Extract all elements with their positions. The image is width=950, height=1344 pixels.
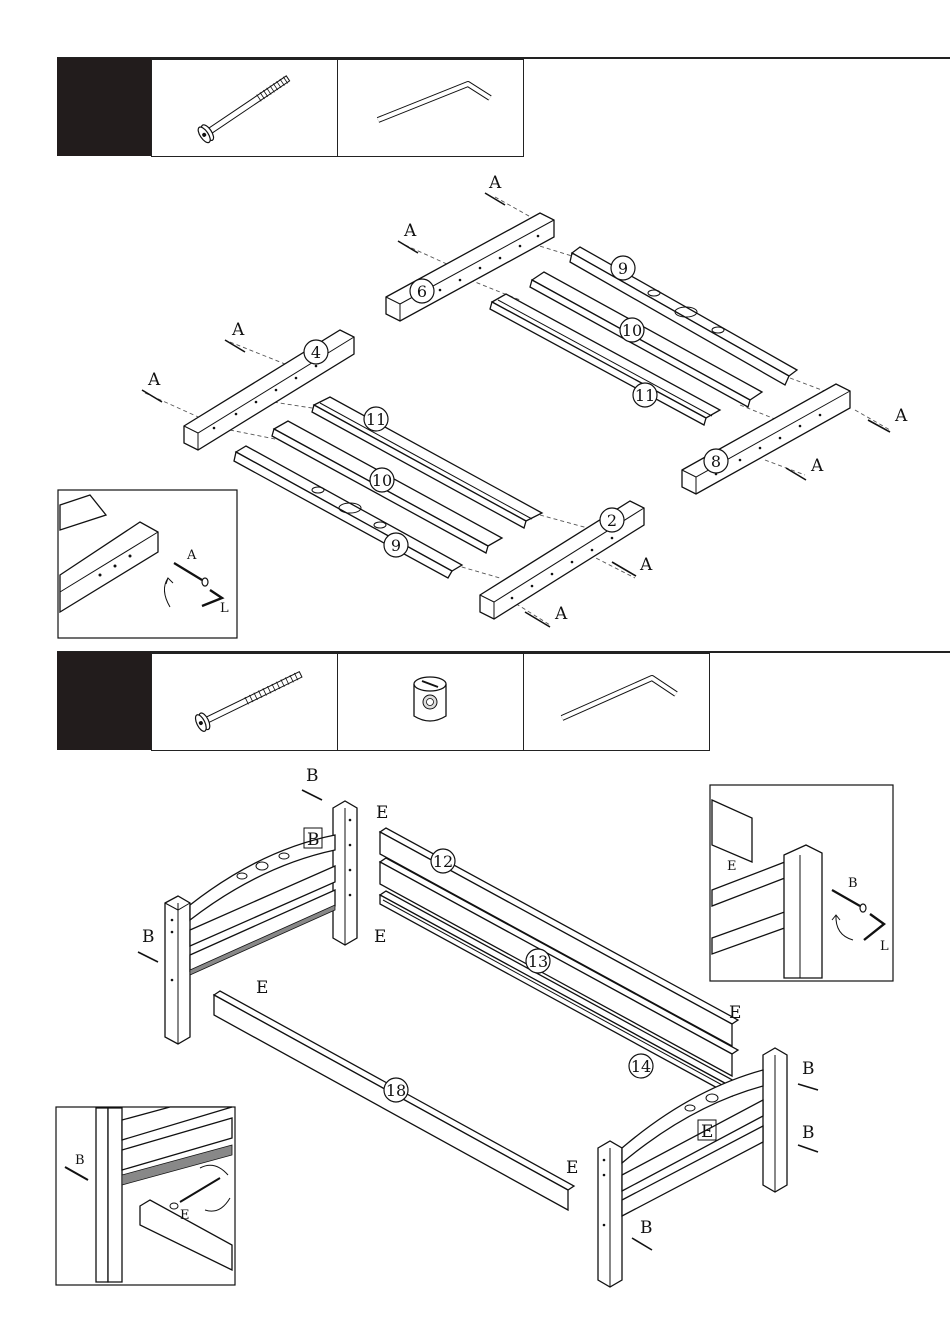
part-number-10-lower: 10	[372, 471, 392, 490]
slat-11-upper	[490, 294, 720, 425]
rail-12	[380, 828, 738, 1046]
label-e-3: E	[256, 978, 268, 998]
detail-inset-step-2-top: B E L	[710, 785, 893, 981]
label-a-3: A	[231, 320, 245, 340]
step-2-part-barrel-nut	[338, 654, 524, 750]
label-b-1: B	[306, 766, 319, 786]
label-b-5: B	[802, 1123, 815, 1143]
detail-inset-step-1: A L	[58, 490, 237, 638]
allen-key-icon	[524, 654, 709, 750]
label-a-4: A	[147, 370, 161, 390]
callout-14: 14	[629, 1054, 653, 1078]
inset-label-a: A	[186, 548, 197, 563]
step-1-part-bolt	[152, 60, 338, 156]
callout-6: 6	[410, 279, 434, 303]
label-a-6: A	[810, 456, 824, 476]
callout-11-lower: 11	[364, 407, 388, 431]
footboard-right	[598, 1048, 787, 1287]
bolt-icon	[152, 654, 337, 750]
inset-top-label-b: B	[848, 876, 858, 891]
part-number-18: 18	[386, 1081, 406, 1100]
rail-14	[380, 891, 738, 1096]
step-2-part-bolt	[152, 654, 338, 750]
label-b-2: B	[307, 830, 320, 850]
part-number-14: 14	[631, 1057, 651, 1076]
label-e-1: E	[376, 803, 388, 823]
label-b-6: B	[640, 1218, 653, 1238]
label-a-8: A	[554, 604, 568, 624]
callout-11-upper: 11	[633, 383, 657, 407]
callout-9-upper: 9	[611, 256, 635, 280]
label-b-3: B	[142, 927, 155, 947]
beam-4	[184, 330, 354, 450]
callout-12: 12	[431, 849, 455, 873]
callout-10-lower: 10	[370, 468, 394, 492]
part-number-13: 13	[528, 952, 548, 971]
slat-10-lower	[272, 421, 502, 553]
bolts-a-step-1	[142, 193, 890, 627]
callout-13: 13	[526, 949, 550, 973]
part-number-10-upper: 10	[622, 321, 642, 340]
step-2-parts-row	[151, 653, 710, 751]
slat-10-upper	[530, 272, 762, 407]
slat-11-lower	[312, 397, 542, 528]
beam-6	[386, 213, 554, 321]
inset-label-l: L	[220, 601, 229, 616]
callout-10-upper: 10	[620, 318, 644, 342]
part-number-9-upper: 9	[618, 259, 628, 278]
barrel-nut-icon	[338, 654, 523, 750]
callout-9-lower: 9	[384, 533, 408, 557]
label-e-5: E	[701, 1122, 713, 1142]
rail-18	[214, 991, 574, 1210]
inset-top-label-e: E	[727, 859, 737, 874]
label-a-2: A	[403, 221, 417, 241]
headboard-left	[165, 801, 357, 1044]
bolt-icon	[152, 60, 337, 156]
part-number-6: 6	[417, 282, 427, 301]
alignment-lines-step-1	[145, 197, 890, 625]
step-2-part-allen-key	[524, 654, 709, 750]
part-number-9-lower: 9	[391, 536, 401, 555]
callout-2: 2	[600, 508, 624, 532]
slat-9-upper	[570, 247, 797, 385]
inset-bottom-label-e: E	[180, 1208, 190, 1223]
label-a-5: A	[894, 406, 908, 426]
slat-9-lower	[234, 446, 462, 578]
allen-key-icon	[338, 60, 523, 156]
part-number-12: 12	[433, 852, 453, 871]
label-b-4: B	[802, 1059, 815, 1079]
bolts-b-step-2	[138, 790, 818, 1250]
inset-top-label-l: L	[880, 939, 889, 954]
part-number-2: 2	[607, 511, 617, 530]
detail-inset-step-2-bottom: B E	[56, 1107, 235, 1285]
step-1-part-allen-key	[338, 60, 523, 156]
rail-13	[380, 858, 738, 1076]
callout-4: 4	[304, 340, 328, 364]
part-number-8: 8	[711, 452, 721, 471]
label-e-6: E	[566, 1158, 578, 1178]
inset-bottom-label-b: B	[75, 1153, 85, 1168]
label-e-2: E	[374, 927, 386, 947]
step-1-parts-row	[151, 59, 524, 157]
callout-18: 18	[384, 1078, 408, 1102]
beam-2	[480, 501, 644, 619]
callout-8: 8	[704, 449, 728, 473]
step-1-marker	[57, 58, 151, 156]
step-2-marker	[57, 652, 151, 750]
label-a-1: A	[488, 173, 502, 193]
label-e-4: E	[729, 1003, 741, 1023]
part-number-11-upper: 11	[635, 386, 655, 405]
part-number-4: 4	[311, 343, 321, 362]
part-number-11-lower: 11	[366, 410, 386, 429]
label-a-7: A	[639, 555, 653, 575]
beam-8	[682, 384, 850, 494]
